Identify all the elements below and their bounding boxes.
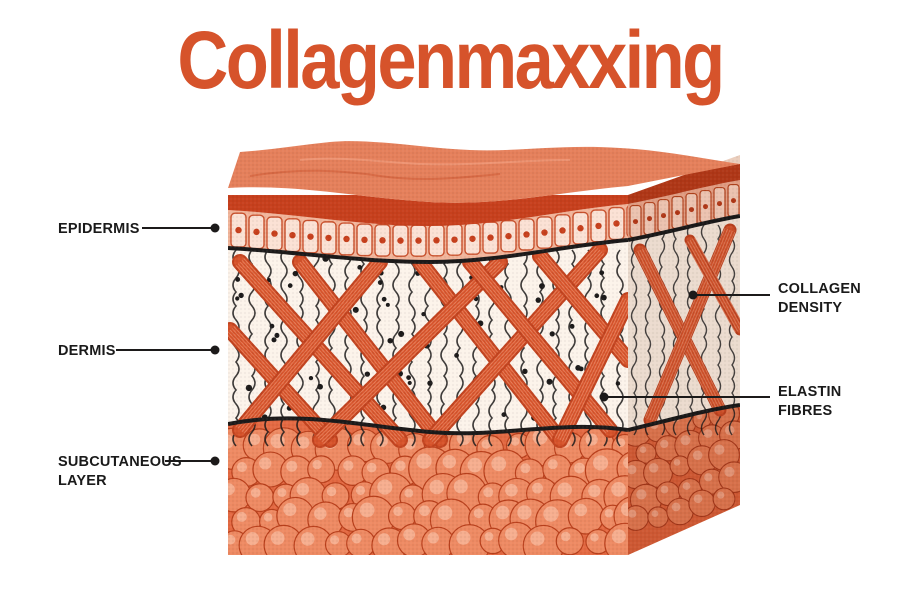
page-title: Collagenmaxxing	[177, 15, 725, 106]
label-elastin-line2: FIBRES	[778, 403, 833, 419]
epidermis-marker	[210, 223, 220, 233]
label-leaders	[116, 223, 770, 466]
label-elastin-line1: ELASTIN	[778, 384, 841, 400]
label-subcutaneous-line1: SUBCUTANEOUS	[58, 454, 182, 470]
label-dermis: DERMIS	[58, 343, 116, 359]
dermis-marker	[210, 345, 220, 355]
side-face	[628, 155, 740, 555]
label-collagen-line2: DENSITY	[778, 300, 842, 316]
label-epidermis: EPIDERMIS	[58, 221, 140, 237]
elastin-marker	[599, 392, 609, 402]
subcutaneous-marker	[210, 456, 220, 466]
collagen-marker	[688, 290, 698, 300]
front-face	[228, 195, 628, 555]
skin-surface-top	[228, 141, 740, 203]
label-subcutaneous-line2: LAYER	[58, 473, 107, 489]
label-collagen-line1: COLLAGEN	[778, 281, 861, 297]
